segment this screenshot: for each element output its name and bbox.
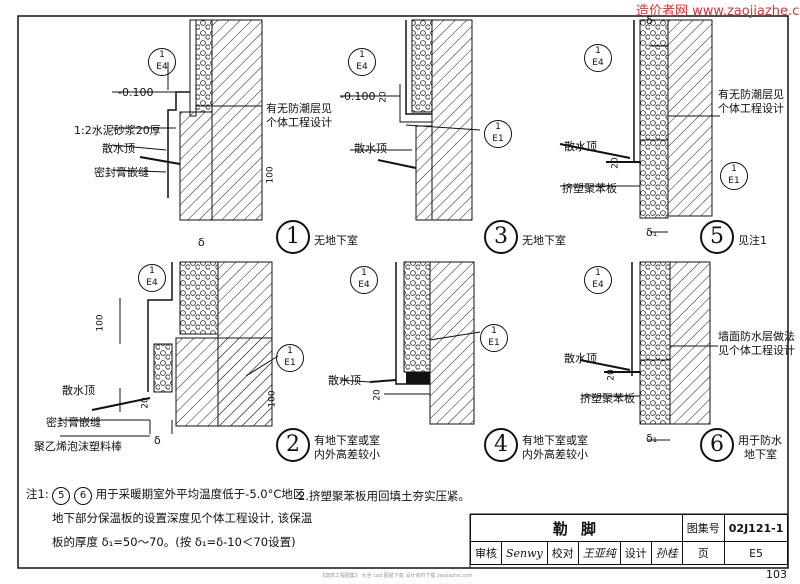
detail-6-drawing [579, 261, 718, 441]
detail-number-2: 2 [276, 428, 310, 462]
dim-100: 100 [265, 166, 276, 184]
note-ref-6: 6 [74, 487, 93, 505]
apron-label: 散水顶 [354, 142, 387, 155]
moisture-note-2: 个体工程设计 [718, 102, 784, 115]
note-1-line-1: 注1: 5 6 用于采暖期室外平均温度低于-5.0°C地区 [26, 486, 304, 505]
detail-4-drawing [339, 261, 481, 425]
sheet-page-number: E5 [723, 541, 789, 565]
atlas-number: 02J121-1 [723, 514, 789, 542]
detail-caption-4b: 内外高差较小 [522, 448, 588, 461]
page-label: 页 [681, 541, 725, 565]
waterproof-note-1: 墙面防水层做法 [718, 330, 795, 343]
detail-number-5: 5 [700, 220, 734, 254]
detail-5-drawing [559, 19, 720, 233]
detail-number-3: 3 [484, 220, 518, 254]
title-block: 勒 脚 图集号 02J121-1 审核 Senwy 校对 王亚纯 设计 孙桂 页… [470, 514, 789, 565]
review-label: 审核 [470, 541, 502, 565]
detail-caption-4a: 有地下室或室 [522, 434, 588, 447]
detail-caption-6b: 地下室 [744, 448, 777, 461]
level-label: -0.100 [118, 86, 154, 99]
dim-delta1: δ₁ [646, 226, 658, 239]
review-signature: Senwy [501, 541, 548, 565]
dim-100: 100 [95, 314, 106, 332]
apron-label: 散水顶 [62, 384, 95, 397]
dim-20: 20 [372, 389, 383, 401]
note-2: 2.挤塑聚苯板用回填土夯实压紧。 [298, 489, 470, 503]
moisture-note-1: 有无防潮层见 [718, 88, 784, 101]
dim-20: 20 [610, 157, 621, 169]
check-label: 校对 [546, 541, 579, 565]
detail-caption-2b: 内外高差较小 [314, 448, 380, 461]
footer-text: 【建筑工程图集】 大全 cad 图纸下载 设计资料下载 zaojiazhe.co… [320, 573, 473, 579]
detail-caption-1: 无地下室 [314, 234, 358, 247]
level-label: -0.100 [340, 90, 376, 103]
detail-caption-5: 见注1 [738, 234, 767, 247]
moisture-note-2: 个体工程设计 [266, 116, 332, 129]
design-label: 设计 [619, 541, 652, 565]
note-1-line-2: 地下部分保温板的设置深度见个体工程设计, 该保温 [52, 511, 313, 525]
detail-number-4: 4 [484, 428, 518, 462]
detail-caption-3: 无地下室 [522, 234, 566, 247]
apron-label: 散水顶 [328, 374, 361, 387]
page-number: 103 [766, 568, 787, 581]
detail-3-drawing [340, 19, 481, 221]
apron-label: 散水顶 [564, 140, 597, 153]
sealant-label: 密封膏嵌缝 [94, 166, 149, 179]
waterproof-note-2: 见个体工程设计 [718, 344, 795, 357]
xps-label: 挤塑聚苯板 [562, 182, 617, 195]
dim-delta: δ [198, 236, 205, 249]
drawing-title: 勒 脚 [470, 514, 683, 542]
detail-caption-6a: 用于防水 [738, 434, 782, 447]
detail-caption-2a: 有地下室或室 [314, 434, 380, 447]
dim-delta: δ [154, 434, 161, 447]
note-1-text: 用于采暖期室外平均温度低于-5.0°C地区 [95, 487, 305, 501]
sealant-label: 密封膏嵌缝 [46, 416, 101, 429]
pe-rod-label: 聚乙烯泡沫塑料棒 [34, 440, 122, 453]
mortar-label: 1:2水泥砂浆20厚 [74, 124, 161, 137]
dim-20: 20 [140, 397, 151, 409]
dim-delta: δ [646, 14, 653, 27]
design-signature: 孙桂 [650, 541, 683, 565]
dim-100: 100 [267, 390, 278, 408]
detail-1-drawing [111, 19, 263, 221]
dim-20: 20 [606, 369, 617, 381]
note-1-line-3: 板的厚度 δ₁=50～70。(按 δ₁=δ-10＜70设置) [52, 535, 296, 549]
detail-number-6: 6 [700, 428, 734, 462]
detail-number-1: 1 [276, 220, 310, 254]
watermark: 造价者网 www.zaojiazhe.com [636, 4, 800, 19]
apron-label: 散水顶 [102, 142, 135, 155]
dim-20: 20 [378, 91, 389, 103]
moisture-note-1: 有无防潮层见 [266, 102, 332, 115]
xps-label: 挤塑聚苯板 [580, 392, 635, 405]
check-signature: 王亚纯 [577, 541, 621, 565]
detail-2-drawing [60, 261, 279, 437]
note-prefix: 注1: [26, 487, 49, 501]
note-ref-5: 5 [52, 487, 71, 505]
apron-label: 散水顶 [564, 352, 597, 365]
atlas-label: 图集号 [681, 514, 725, 542]
dim-delta1: δ₁ [646, 432, 658, 445]
